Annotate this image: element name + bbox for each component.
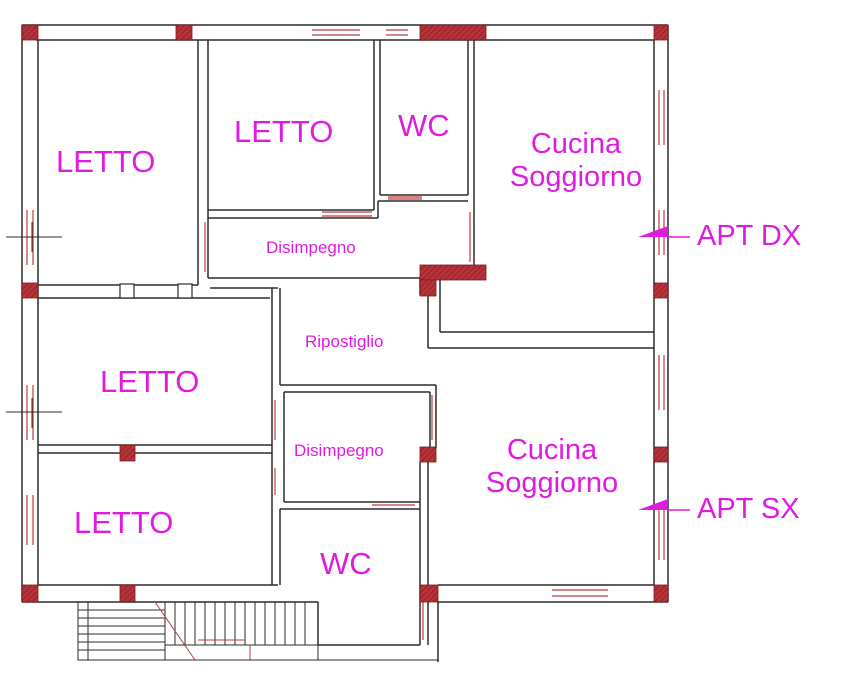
wall-openings (119, 283, 193, 299)
room-label-cucina-dx-line2: Soggiorno (509, 161, 643, 194)
columns (21, 24, 669, 603)
apartment-label-dx: APT DX (697, 220, 802, 252)
room-label-wc-bottom: WC (320, 546, 372, 581)
windows (26, 29, 665, 640)
staircase (77, 601, 438, 661)
room-label-wc-top: WC (398, 108, 450, 143)
apt-pointers (638, 226, 690, 511)
section-markers (6, 222, 62, 428)
room-label-cucina-dx: Cucina Soggiorno (486, 128, 666, 195)
room-label-disimpegno-top: Disimpegno (266, 238, 356, 257)
room-label-cucina-dx-line1: Cucina (530, 128, 622, 160)
room-label-cucina-sx: Cucina Soggiorno (462, 434, 642, 501)
room-label-cucina-sx-line1: Cucina (506, 434, 598, 466)
room-label-disimpegno-bottom: Disimpegno (294, 441, 384, 460)
room-label-letto-bottom-left: LETTO (74, 505, 174, 540)
apartment-label-sx: APT SX (697, 493, 800, 525)
room-label-cucina-sx-line2: Soggiorno (485, 467, 619, 500)
outer-walls (21, 24, 669, 662)
room-label-letto-top-mid: LETTO (234, 114, 334, 149)
room-label-ripostiglio: Ripostiglio (305, 332, 384, 351)
room-label-letto-top-left: LETTO (56, 144, 156, 179)
interior-walls (38, 40, 654, 646)
room-label-letto-mid-left: LETTO (100, 364, 200, 399)
